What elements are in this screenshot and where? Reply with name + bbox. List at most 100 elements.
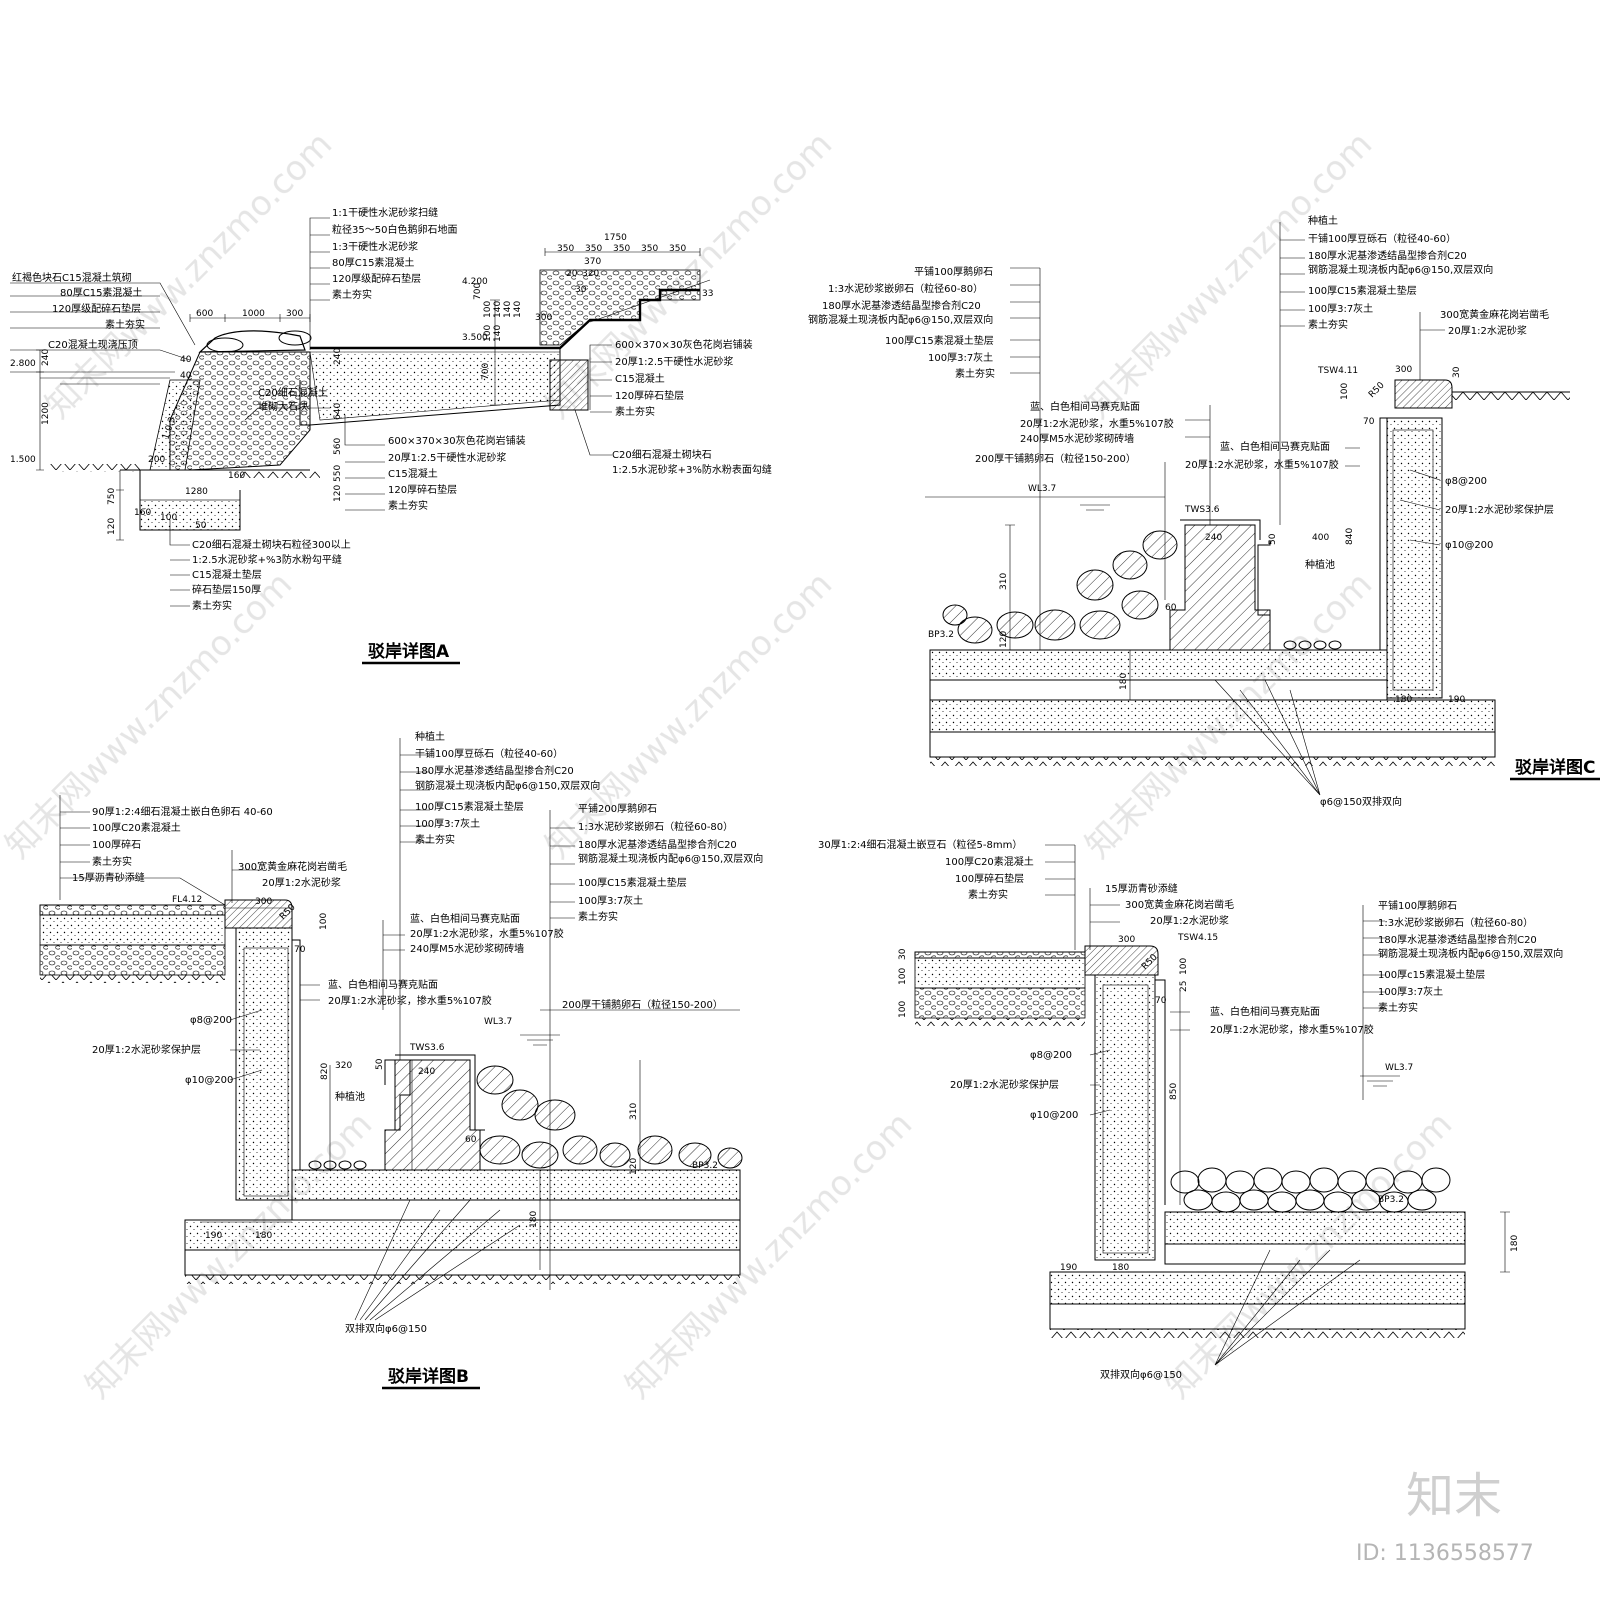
earth-layer (40, 975, 225, 983)
image-id-text: ID: 1136558577 (1356, 1541, 1534, 1566)
label-d-cap-3: 20厚1:2水泥砂浆 (1150, 914, 1229, 927)
dim-d-1: 300 (1118, 935, 1135, 945)
label-a-top-1: 1:1干硬性水泥砂浆扫缝 (332, 206, 438, 219)
label-b-rebar-1: φ8@200 (190, 1015, 232, 1026)
lime-soil-layer (184, 1219, 741, 1251)
label-c-wall-3: 240厚M5水泥砂浆砌砖墙 (1020, 432, 1134, 445)
label-b-wall-1: 蓝、白色相间马赛克贴面 (410, 912, 520, 925)
rebar-label-leaders-d (1089, 1049, 1111, 1116)
label-b-left-4: 素土夯实 (92, 855, 132, 868)
watermark-text: 知末网www.znzmo.com (78, 1104, 380, 1406)
dim-b-8: 240 (418, 1067, 435, 1077)
label-a-right2-2: 1:2.5水泥砂浆+3%防水粉表面勾缝 (612, 463, 772, 476)
label-c-wall-2: 20厚1:2水泥砂浆，水重5%107胶 (1020, 417, 1174, 430)
leaders-right (589, 344, 612, 413)
dim-vert-b (329, 1060, 641, 1170)
rebar-leaders-d (1214, 1249, 1361, 1366)
dim-a-stair-11: 33 (702, 289, 713, 299)
dim-a-stair-3: 350 (613, 244, 630, 254)
label-a-top-5: 120厚级配碎石垫层 (332, 272, 421, 285)
level-c-2: WL3.7 (1028, 484, 1056, 494)
label-c-left-5: 100厚C15素混凝土垫层 (885, 334, 994, 347)
brick-wall (1169, 524, 1271, 651)
leaders-cap-d (1089, 888, 1120, 950)
label-c-left-1: 平铺100厚鹅卵石 (914, 265, 993, 278)
label-d-wall-2: 20厚1:2水泥砂浆，掺水重5%107胶 (1210, 1023, 1374, 1036)
label-d-right-3: 180厚水泥基渗透结晶型掺合剂C20 (1378, 933, 1537, 946)
label-c-left-3: 180厚水泥基渗透结晶型掺合剂C20 (822, 299, 981, 312)
dim-d-10: 180 (1510, 1235, 1520, 1252)
level-b-4: BP3.2 (692, 1161, 718, 1171)
label-a-right2-1: C20细石混凝土砌块石 (612, 448, 712, 461)
label-d-rebar-3: φ10@200 (1030, 1110, 1078, 1121)
dim-a-stair-1: 350 (557, 244, 574, 254)
earth-right (1452, 392, 1570, 400)
label-a-bottom-mid-2: 20厚1:2.5干硬性水泥砂浆 (388, 451, 506, 464)
label-a-left-1: 红褐色块石C15混凝土筑砌 (12, 271, 132, 284)
level-a-3: 4.200 (462, 277, 488, 287)
label-b-right-5: 100厚C15素混凝土垫层 (578, 876, 687, 889)
rc-slab (1164, 1211, 1466, 1245)
label-a-bottom-1: C20细石混凝土砌块石粒径300以上 (192, 538, 351, 551)
wall-rebar-cage (1392, 429, 1434, 691)
gravel-layer (914, 987, 1086, 1019)
leaders-left-d (1045, 844, 1076, 950)
dim-c-4: R50 (1367, 380, 1387, 400)
label-a-top-4: 80厚C15素混凝土 (332, 256, 414, 269)
label-a-left-5: C20混凝土现浇压顶 (48, 338, 138, 351)
label-c-top-3: 180厚水泥基渗透结晶型掺合剂C20 (1308, 249, 1467, 262)
earth-layer-d (1050, 1329, 1465, 1338)
dim-c-6: 240 (1205, 533, 1222, 543)
dim-c-14: 180 (1395, 695, 1412, 705)
label-b-right-3: 180厚水泥基渗透结晶型掺合剂C20 (578, 838, 737, 851)
dim-a-left-4: 40 (180, 371, 192, 381)
dim-b-4: 70 (294, 945, 306, 955)
paving-top (39, 904, 226, 916)
dim-a-left-2: 1200 (41, 402, 51, 425)
label-a-bottom-2: 1:2.5水泥砂浆+%3防水粉勾平缝 (192, 553, 342, 566)
granite-cap (1394, 379, 1453, 409)
dim-a-left-5: 200 (148, 455, 165, 465)
label-a-bottom-3: C15混凝土垫层 (192, 568, 262, 581)
label-d-left-3: 100厚碎石垫层 (955, 872, 1024, 885)
label-a-bottom-4: 碎石垫层150厚 (192, 583, 261, 596)
label-a-bottom-mid-4: 120厚碎石垫层 (388, 483, 457, 496)
label-b-left-3: 100厚碎石 (92, 838, 141, 851)
leaders-right-d (1362, 905, 1385, 1100)
wall-facing (1155, 979, 1166, 1205)
dim-a-stair-total: 1750 (604, 233, 627, 243)
dim-a-vert-8: 560 (333, 438, 343, 455)
pebble-group (476, 1065, 743, 1169)
dim-b-12: 180 (529, 1211, 539, 1228)
label-b-right-4: 钢筋混凝土现浇板内配φ6@150,双层双向 (578, 852, 763, 865)
label-b-left-2: 100厚C20素混凝土 (92, 821, 181, 834)
label-b-wall-3: 240厚M5水泥砂浆砌砖墙 (410, 942, 524, 955)
dim-d-5: 70 (1155, 996, 1167, 1006)
pebble-group (1170, 1167, 1451, 1213)
dim-c-8: 400 (1312, 533, 1329, 543)
dim-c-12: 120 (999, 631, 1009, 648)
label-d-cap-2: 300宽黄金麻花岗岩凿毛 (1125, 898, 1234, 911)
level-a-1: 2.800 (10, 359, 36, 369)
stair-rubble (539, 269, 701, 346)
dim-a-top-1: 600 (196, 309, 213, 319)
leaders-wall2-c (1345, 447, 1360, 467)
detail-d-labels: 30厚1:2:4细石混凝土嵌豆石（粒径5-8mm） 100厚C20素混凝土 10… (818, 838, 1563, 1381)
label-c-left-4: 钢筋混凝土现浇板内配φ6@150,双层双向 (808, 313, 993, 326)
label-b-top-7: 素土夯实 (415, 833, 455, 846)
label-b-wall2-1: 蓝、白色相间马赛克贴面 (328, 978, 438, 991)
label-c-pebble: 200厚干铺鹅卵石（粒径150-200） (975, 452, 1136, 465)
dim-a-vert-3: 140 (503, 301, 513, 318)
dim-c-3: 100 (1340, 383, 1350, 400)
dim-c-15: 190 (1448, 695, 1465, 705)
label-d-left-4: 素土夯实 (968, 888, 1008, 901)
label-b-top-1: 种植土 (415, 730, 445, 743)
dim-lines-b (200, 907, 292, 1223)
lime-soil-layer (929, 699, 1496, 733)
wall-rebar-cage (1102, 984, 1149, 1254)
leaders-top-c (1279, 222, 1305, 525)
label-c-top-2: 干铺100厚豆砾石（粒径40-60） (1308, 232, 1456, 245)
label-c-rebar-3: φ10@200 (1445, 540, 1493, 551)
dim-d-8: 30 (898, 948, 908, 960)
